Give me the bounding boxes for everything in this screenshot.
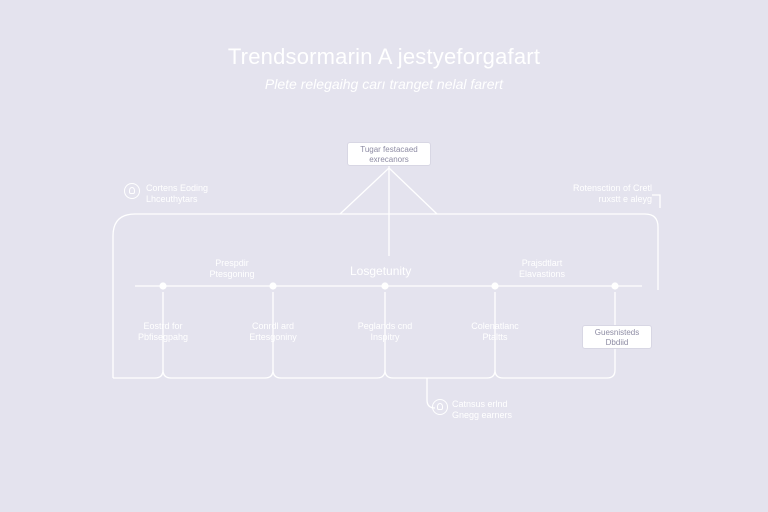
stage-5-line-2: Dbdiid (605, 338, 629, 347)
top-box-line-2: exrecanors (369, 155, 409, 164)
fan-right-line (388, 167, 438, 215)
connector-2 (162, 292, 274, 379)
upper-left-label-line-1: Prespdir (215, 258, 249, 268)
stage-label-4: Colenatlanc Ptaltts (455, 321, 535, 343)
right-note-line-1: Rotensction of Cretl (572, 183, 652, 193)
bottom-note: Catnsus erlnd Gnegg earners (452, 399, 512, 421)
stage-1-line-1: Eostrd for (143, 321, 183, 331)
stage-3-line-2: Inspitry (370, 332, 400, 342)
diagram-title: Trendsormarin A jestyeforgafart (227, 44, 541, 69)
right-note-bracket (652, 194, 661, 208)
upper-right-label-line-2: Elavastions (518, 269, 566, 279)
left-note-line-1: Cortens Eoding (146, 183, 209, 193)
top-box: Tugar festacaed exrecanors (347, 142, 431, 166)
connector-4 (384, 292, 496, 379)
stage-2-line-1: Conrdl ard (251, 321, 295, 331)
stage-node-5 (611, 282, 619, 290)
stage-5-line-1: Guesnisteds (594, 328, 640, 337)
left-note: Cortens Eoding Lhceuthytars (146, 183, 208, 205)
user-icon (124, 183, 140, 199)
stage-4-line-2: Ptaltts (482, 332, 508, 342)
stage-4-line-1: Colenatlanc (471, 321, 519, 331)
top-box-line-1: Tugar festacaed (360, 145, 418, 154)
stage-1-line-2: Pbfisegpahg (137, 332, 189, 342)
upper-left-label-line-2: Ptesgoning (209, 269, 255, 279)
stage-node-2 (269, 282, 277, 290)
upper-right-label-line-1: Prajsdtlart (521, 258, 563, 268)
stage-2-line-2: Ertesgoniny (249, 332, 297, 342)
upper-left-label: Prespdir Ptesgoning (192, 258, 272, 280)
stage-node-3 (381, 282, 389, 290)
connector-3 (272, 292, 386, 379)
center-label: Losgetunity (350, 264, 412, 278)
stage-label-3: Peglands cnd Inspitry (345, 321, 425, 343)
stage-node-4 (491, 282, 499, 290)
right-note-line-2: ruxstt e aleyg (598, 194, 652, 204)
bottom-note-line-1: Catnsus erlnd (452, 399, 508, 409)
connector-5 (494, 292, 616, 379)
diagram-subtitle: Plete relegaihg carı tranget nelal farer… (264, 76, 504, 92)
bottom-note-line-2: Gnegg earners (452, 410, 513, 420)
stage-label-2: Conrdl ard Ertesgoniny (233, 321, 313, 343)
stage-node-1 (159, 282, 167, 290)
stage-3-line-1: Peglands cnd (357, 321, 413, 331)
right-note: Rotensction of Cretl ruxstt e aleyg (560, 183, 652, 205)
left-note-line-2: Lhceuthytars (146, 194, 198, 204)
outer-frame (112, 213, 659, 378)
fan-left-line (339, 167, 390, 215)
stage-label-1: Eostrd for Pbfisegpahg (123, 321, 203, 343)
upper-right-label: Prajsdtlart Elavastions (502, 258, 582, 280)
person-icon (432, 399, 448, 415)
stage-label-5: Guesnisteds Dbdiid (582, 325, 652, 349)
